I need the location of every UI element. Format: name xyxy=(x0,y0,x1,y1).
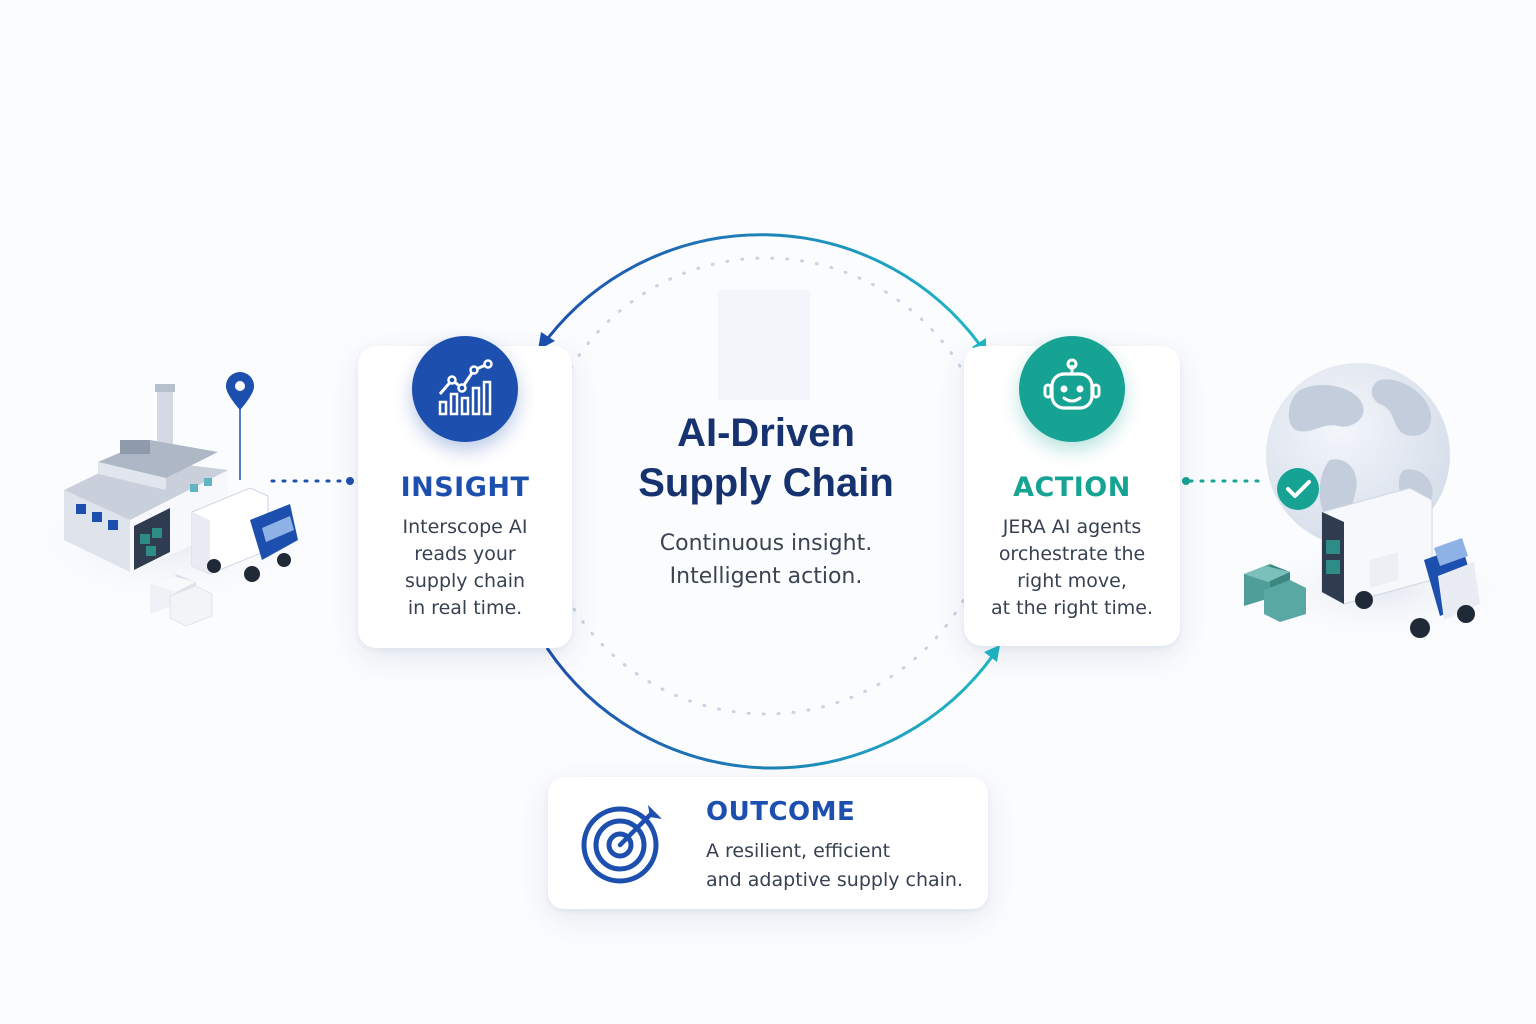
boxes-icon xyxy=(1244,564,1306,622)
action-line-2: orchestrate the xyxy=(998,543,1146,565)
insight-line-4: in real time. xyxy=(407,597,523,619)
top-cycle-arc xyxy=(546,233,982,346)
subtitle-line-1: Continuous insight. xyxy=(659,531,873,556)
insight-title: INSIGHT xyxy=(400,472,530,503)
diagram-title: AI-Driven Supply Chain xyxy=(566,408,966,508)
insight-line-3: supply chain xyxy=(404,570,526,592)
action-line-1: JERA AI agents xyxy=(1002,516,1142,538)
chart-icon xyxy=(438,359,493,416)
target-icon xyxy=(581,805,662,884)
action-line-4: at the right time. xyxy=(990,597,1153,619)
title-line-2: Supply Chain xyxy=(638,461,894,505)
action-title: ACTION xyxy=(1013,472,1131,503)
action-line-3: right move, xyxy=(1017,570,1127,592)
delivery-truck-icon xyxy=(191,487,298,582)
left-connector-dot xyxy=(346,477,354,485)
diagram-subtitle: Continuous insight. Intelligent action. xyxy=(566,527,966,593)
insight-badge xyxy=(412,336,518,442)
action-description: JERA AI agents orchestrate the right mov… xyxy=(964,514,1180,622)
location-pin-icon xyxy=(226,372,254,480)
arrow-head-bottom xyxy=(984,645,1000,662)
checkmark-badge-icon xyxy=(1277,468,1319,510)
right-connector-dot xyxy=(1182,477,1190,485)
insight-line-2: reads your xyxy=(414,543,516,565)
delivery-truck-icon xyxy=(1240,487,1520,645)
bottom-cycle-arc xyxy=(545,647,996,770)
center-panel xyxy=(718,290,810,400)
title-line-1: AI-Driven xyxy=(677,411,855,455)
robot-icon xyxy=(1043,358,1101,410)
outcome-line-2: and adaptive supply chain. xyxy=(706,869,964,891)
factory-icon xyxy=(20,384,320,610)
outcome-description: A resilient, efficient and adaptive supp… xyxy=(706,837,963,895)
arrow-head-left xyxy=(538,332,555,350)
outcome-card: OUTCOME A resilient, efficient and adapt… xyxy=(548,777,988,909)
insight-line-1: Interscope AI xyxy=(402,516,528,538)
outcome-line-1: A resilient, efficient xyxy=(706,840,891,862)
insight-card: INSIGHT Interscope AI reads your supply … xyxy=(358,336,572,648)
action-card: ACTION JERA AI agents orchestrate the ri… xyxy=(964,336,1180,646)
outcome-title: OUTCOME xyxy=(706,797,856,827)
subtitle-line-2: Intelligent action. xyxy=(669,564,863,589)
boxes-icon xyxy=(150,574,213,627)
insight-description: Interscope AI reads your supply chain in… xyxy=(358,514,572,622)
action-badge xyxy=(1019,336,1125,442)
